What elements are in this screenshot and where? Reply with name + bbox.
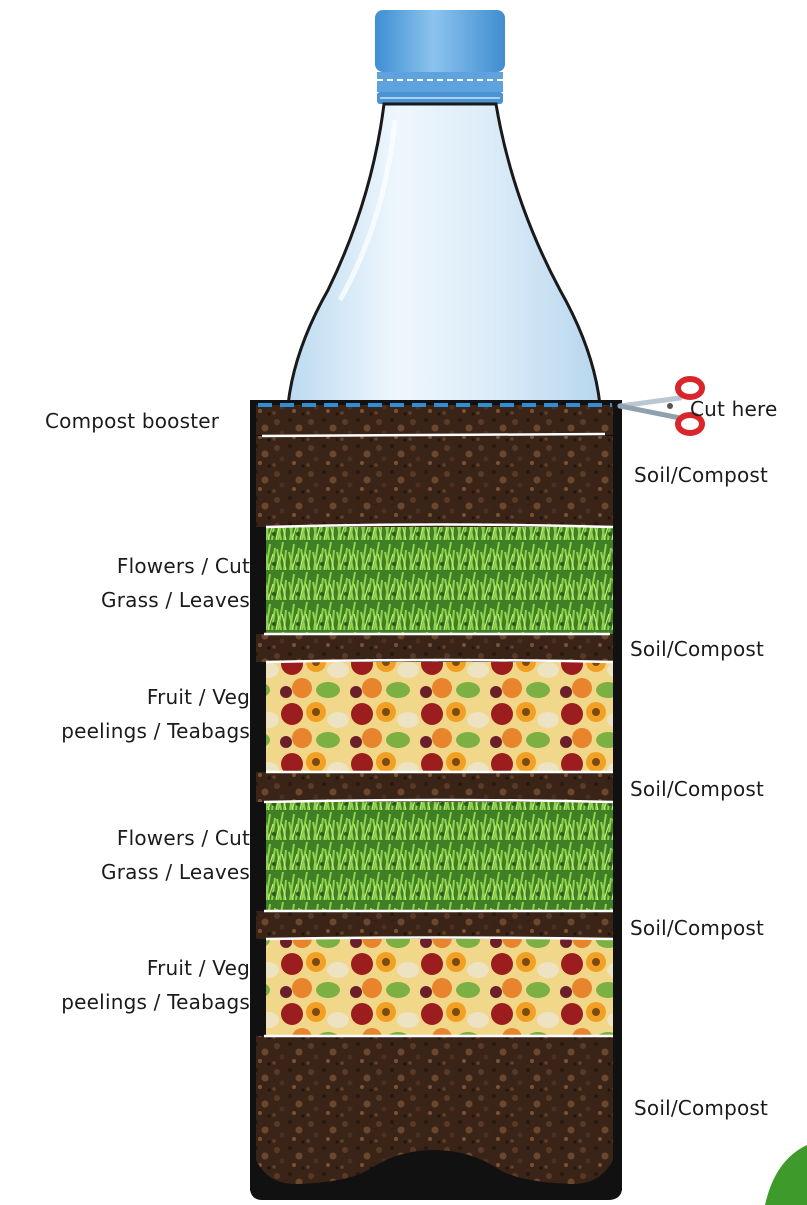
layer-compost-booster xyxy=(256,405,613,435)
label-soil-5: Soil/Compost xyxy=(634,1091,768,1125)
layer-greens-1 xyxy=(266,527,613,634)
bottle-glass xyxy=(288,104,600,405)
label-fruit-1-line-1: Fruit / Veg xyxy=(20,680,250,714)
label-fruit-1-line-2: peelings / Teabags xyxy=(20,714,250,748)
label-compost-booster: Compost booster xyxy=(45,404,219,438)
label-greens-2: Flowers / Cut Grass / Leaves xyxy=(40,821,250,889)
label-soil-4: Soil/Compost xyxy=(630,911,764,945)
label-fruit-2-line-2: peelings / Teabags xyxy=(20,985,250,1019)
label-greens-1-line-1: Flowers / Cut xyxy=(40,549,250,583)
label-fruit-1: Fruit / Veg peelings / Teabags xyxy=(20,680,250,748)
label-fruit-2: Fruit / Veg peelings / Teabags xyxy=(20,951,250,1019)
label-greens-2-line-2: Grass / Leaves xyxy=(40,855,250,889)
layer-soil-4 xyxy=(256,911,613,939)
label-cut-here: Cut here xyxy=(690,392,778,426)
label-greens-1-line-2: Grass / Leaves xyxy=(40,583,250,617)
label-greens-2-line-1: Flowers / Cut xyxy=(40,821,250,855)
label-greens-1: Flowers / Cut Grass / Leaves xyxy=(40,549,250,617)
label-soil-3: Soil/Compost xyxy=(630,772,764,806)
label-fruit-2-line-1: Fruit / Veg xyxy=(20,951,250,985)
layer-soil-1 xyxy=(256,436,613,527)
leaf-decoration xyxy=(765,1145,807,1205)
layer-soil-3 xyxy=(256,772,613,802)
label-soil-1: Soil/Compost xyxy=(634,458,768,492)
layer-fruit-2 xyxy=(266,939,613,1036)
bottle-cap xyxy=(375,10,505,104)
layer-greens-2 xyxy=(266,802,613,911)
layer-soil-2 xyxy=(256,634,613,662)
label-soil-2: Soil/Compost xyxy=(630,632,764,666)
layer-fruit-1 xyxy=(266,662,613,772)
